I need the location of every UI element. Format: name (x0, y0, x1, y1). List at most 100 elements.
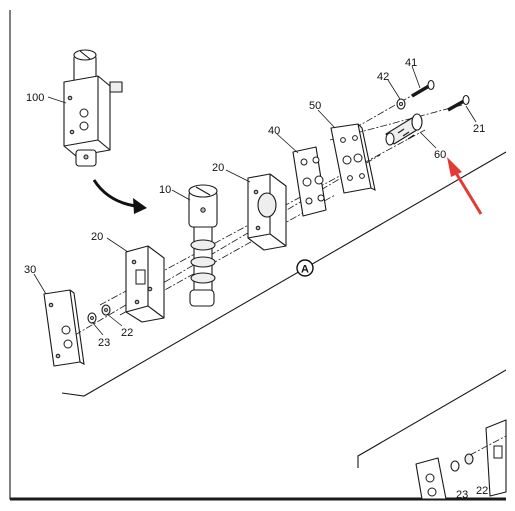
part-20-front-edge2 (125, 305, 149, 313)
part-22-washer-lower (464, 453, 474, 465)
curved-arrow-icon (92, 179, 147, 214)
part-100-side-knob (109, 81, 123, 93)
part-42-washer (396, 98, 406, 110)
part-50-hole-5 (347, 175, 353, 181)
part-60-threads (397, 128, 415, 140)
label-part-42: 42 (377, 71, 389, 83)
leader-30 (33, 273, 47, 295)
part-21-screw (447, 94, 470, 112)
lower-block-slot (493, 445, 503, 459)
part-40-hole-4 (314, 175, 324, 185)
part-10-shaft (188, 184, 218, 307)
label-part-22-lower: 22 (476, 485, 488, 497)
label-part-40: 40 (268, 125, 280, 137)
part-40-hole-1 (300, 158, 308, 166)
part-20-front-slot (135, 269, 146, 285)
part-22-washer-front (101, 304, 111, 316)
part-40-hole-6 (317, 194, 325, 202)
label-part-100: 100 (26, 92, 44, 104)
leader-10 (171, 189, 191, 201)
part-30-hole-1 (48, 302, 54, 308)
part-20-front-hole-3 (147, 286, 153, 292)
part-10-foot (189, 289, 215, 307)
part-23-washer-lower (450, 460, 460, 472)
part-30-hole-3 (63, 339, 73, 349)
part-60-tip (385, 132, 395, 146)
part-50-edge (357, 123, 376, 192)
part-10-pin (200, 207, 206, 213)
callout-a-circle (296, 259, 314, 277)
leader-42 (387, 79, 401, 100)
part-100-hole-1 (79, 108, 89, 118)
assembly-plane-edge-main (61, 151, 507, 397)
leader-21 (465, 105, 477, 123)
label-part-23-lower: 23 (456, 489, 468, 501)
part-30-cover-plate (43, 289, 85, 367)
part-100-pin-2 (69, 129, 75, 135)
part-20-back-hole-1 (253, 189, 259, 195)
leader-20-front (106, 237, 129, 253)
lower-plate-hole-2 (427, 487, 437, 497)
lower-plate-hole-1 (425, 473, 435, 483)
part-50-hole-6 (359, 173, 365, 179)
label-part-50: 50 (309, 100, 321, 112)
leader-50 (317, 109, 336, 129)
lower-chain-line (469, 435, 507, 456)
leader-100 (47, 96, 67, 104)
part-50-hole-1 (340, 137, 346, 143)
part-20-back-hole-2 (255, 225, 261, 231)
leader-22-front (106, 313, 123, 327)
part-100-slot (79, 50, 91, 60)
part-50-hole-3 (342, 155, 352, 165)
label-part-20-front: 20 (91, 231, 103, 243)
part-100-bottom-pin (83, 154, 89, 160)
assembly-plane-edge-lower (357, 369, 507, 468)
part-40-hole-2 (312, 156, 320, 164)
part-20-front-hole-2 (134, 299, 140, 305)
callout-a-label: A (301, 264, 309, 276)
label-part-10: 10 (159, 184, 171, 196)
part-40-hole-3 (302, 177, 312, 187)
leader-41 (411, 65, 421, 89)
lower-right-assembly (415, 419, 507, 500)
part-50-hole-4 (353, 153, 363, 163)
part-100-pin-1 (67, 95, 73, 101)
part-23-washer-front (87, 312, 97, 324)
label-part-22-front: 22 (121, 327, 133, 339)
part-30-hole-2 (61, 325, 71, 335)
label-part-30: 30 (24, 264, 36, 276)
part-41-screw (411, 79, 435, 98)
part-30-edge (69, 289, 85, 365)
part-40-hole-5 (305, 197, 313, 205)
part-40-gasket-plate (292, 146, 327, 217)
part-60-head (411, 113, 423, 131)
part-50-mounting-plate (330, 123, 376, 194)
label-part-21: 21 (473, 123, 485, 135)
chain-line-middle (74, 154, 381, 336)
part-10-collar-2 (190, 256, 216, 268)
part-50-hole-2 (352, 135, 358, 141)
part-20-bearing-block-front (125, 245, 165, 323)
label-part-41: 41 (405, 57, 417, 69)
label-part-20-back: 20 (212, 162, 224, 174)
part-100-body-edge2 (63, 139, 99, 147)
part-100-assembly (63, 49, 123, 167)
leader-60 (419, 131, 437, 149)
callout-a: A (296, 259, 314, 277)
part-10-slot (195, 186, 211, 196)
leader-20-back (225, 169, 251, 183)
leader-23-front (91, 321, 104, 336)
part-20-front-hole-1 (131, 259, 137, 265)
part-20-back-bore (257, 192, 277, 218)
part-20-back-edge2 (247, 233, 271, 239)
label-part-60: 60 (434, 149, 446, 161)
part-10-collar-3 (190, 272, 216, 284)
label-part-23-front: 23 (98, 337, 110, 349)
leader-40 (276, 133, 299, 154)
red-arrow-icon (447, 157, 483, 215)
part-30-hole-4 (55, 353, 61, 359)
part-60-fitting (385, 113, 423, 146)
part-10-collar-1 (190, 239, 216, 251)
